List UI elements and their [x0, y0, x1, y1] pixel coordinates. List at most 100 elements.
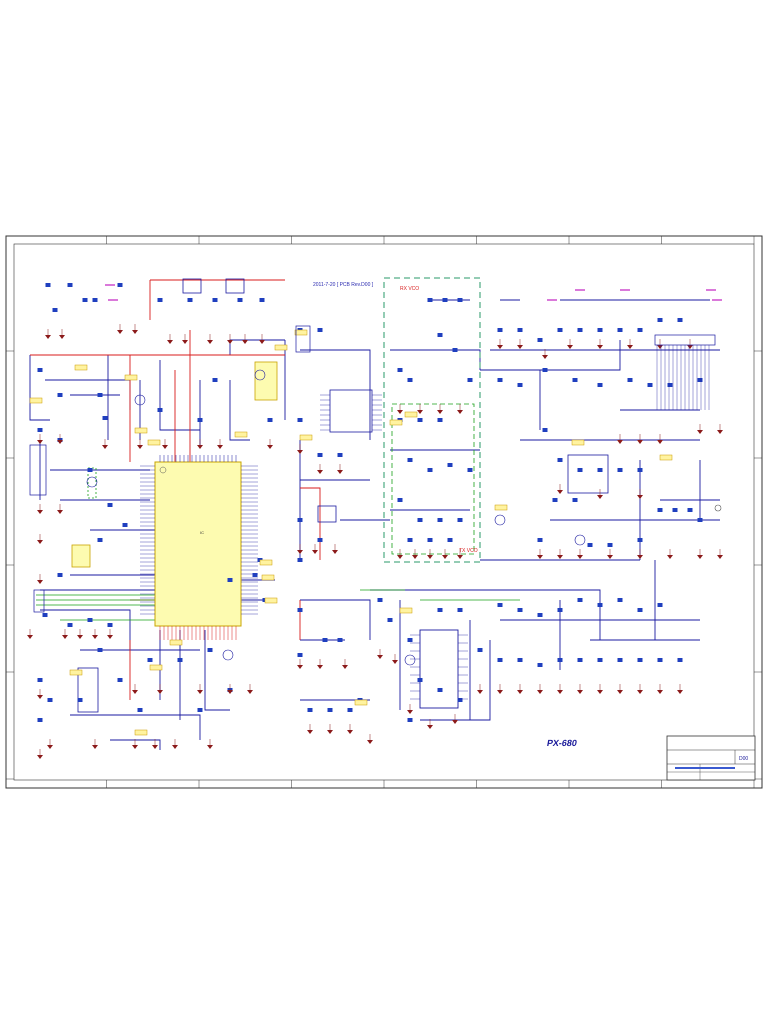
transistor [86, 476, 98, 488]
ground-symbol [617, 440, 623, 444]
wire-segment [40, 609, 131, 650]
capacitor [87, 468, 93, 472]
capacitor [92, 298, 98, 302]
misc-parts [29, 284, 722, 700]
net-label-tag [134, 729, 148, 736]
net-label-tag [299, 434, 313, 441]
ground-symbol [132, 745, 138, 749]
capacitor [297, 558, 303, 562]
capacitor [557, 658, 563, 662]
capacitor [337, 453, 343, 457]
capacitor [227, 578, 233, 582]
ground-symbol [427, 555, 433, 559]
capacitor [447, 463, 453, 467]
ground-symbol [377, 655, 383, 659]
capacitor [597, 328, 603, 332]
ic-pll [329, 389, 373, 433]
capacitor [67, 623, 73, 627]
ground-symbol [557, 490, 563, 494]
capacitor [577, 328, 583, 332]
capacitor [497, 658, 503, 662]
capacitor [572, 498, 578, 502]
ground-symbol [607, 555, 613, 559]
mcu-chip: IC [154, 461, 242, 627]
capacitor [442, 298, 448, 302]
capacitor [657, 508, 663, 512]
net-label-tag [389, 419, 403, 426]
rx-vco-label: RX VCO [400, 286, 419, 292]
transistor [222, 649, 234, 661]
ground-symbol [152, 745, 158, 749]
capacitor [82, 298, 88, 302]
ground-symbol [297, 450, 303, 454]
wire-segment [420, 640, 491, 721]
ground-symbol [392, 660, 398, 664]
ground-symbol [397, 410, 403, 414]
capacitor [212, 298, 218, 302]
ground-symbol [37, 755, 43, 759]
net-label-tag [261, 574, 275, 581]
net-label-tag [294, 329, 308, 336]
ic-audio-amp [71, 544, 91, 568]
vco-separator-box [391, 403, 475, 555]
ground-symbol [427, 725, 433, 729]
capacitor [377, 598, 383, 602]
ground-symbol [637, 495, 643, 499]
ground-symbol [452, 720, 458, 724]
ground-symbol [117, 330, 123, 334]
ground-symbol [247, 690, 253, 694]
capacitor [117, 678, 123, 682]
capacitor [687, 508, 693, 512]
ground-symbol [77, 635, 83, 639]
ground-symbol [697, 555, 703, 559]
ground-symbol [62, 635, 68, 639]
ground-symbol [242, 340, 248, 344]
transistor [134, 394, 146, 406]
capacitor [197, 708, 203, 712]
ground-symbol [227, 340, 233, 344]
capacitor [97, 648, 103, 652]
capacitor [317, 453, 323, 457]
capacitor [517, 658, 523, 662]
capacitor [597, 658, 603, 662]
capacitor [597, 383, 603, 387]
net-label-tag [274, 344, 288, 351]
ground-symbol [557, 690, 563, 694]
ground-symbol [57, 510, 63, 514]
capacitor [537, 338, 543, 342]
capacitor [177, 658, 183, 662]
net-labels [29, 329, 673, 736]
net-label-tag [404, 411, 418, 418]
transistor [404, 654, 416, 666]
capacitor [47, 698, 53, 702]
ground-symbol [407, 710, 413, 714]
wire-segment [229, 380, 250, 441]
capacitor [97, 538, 103, 542]
mcu-pins [140, 455, 258, 640]
ground-symbol [297, 550, 303, 554]
capacitor [397, 498, 403, 502]
ground-symbol [677, 690, 683, 694]
ground-symbol [27, 635, 33, 639]
wire-segment [204, 630, 230, 711]
ground-symbol [327, 730, 333, 734]
ground-symbol [617, 690, 623, 694]
capacitor [457, 698, 463, 702]
capacitor [317, 538, 323, 542]
ground-symbol [45, 335, 51, 339]
capacitor [322, 638, 328, 642]
capacitor [417, 678, 423, 682]
ground-symbol [227, 690, 233, 694]
capacitor [657, 603, 663, 607]
ground-symbol [577, 690, 583, 694]
capacitor [157, 408, 163, 412]
tx-vco-label: TX VCO [459, 548, 478, 554]
capacitor [337, 638, 343, 642]
ground-symbol [259, 340, 265, 344]
capacitor [407, 378, 413, 382]
ground-symbol [59, 335, 65, 339]
ground-symbol [157, 690, 163, 694]
net-label-tag [234, 431, 248, 438]
net-label-tag [147, 439, 161, 446]
ground-symbol [637, 690, 643, 694]
